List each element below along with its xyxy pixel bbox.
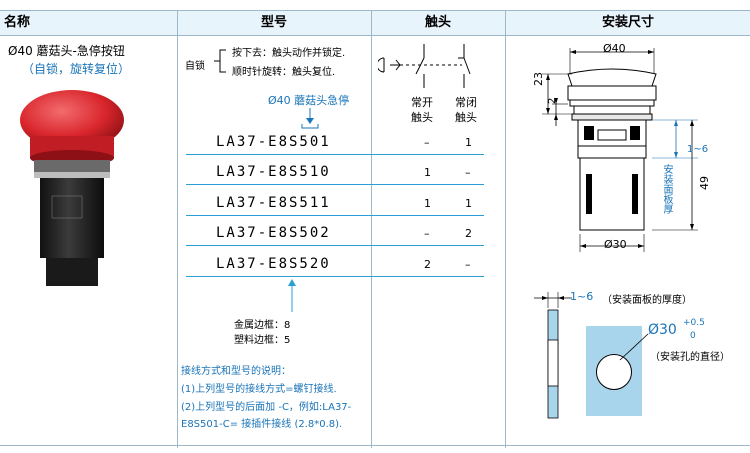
notes-line-3: E8S501-C= 接插件接线 (2.8*0.8). <box>181 419 343 430</box>
bracket <box>214 49 226 73</box>
row-divider <box>186 276 484 277</box>
model-code: LA37-E8S502 <box>216 225 331 241</box>
model-code: LA37-E8S501 <box>216 134 331 150</box>
divider <box>505 10 506 448</box>
panel-thickness-drawing <box>534 292 572 419</box>
header-contact: 触头 <box>424 15 451 30</box>
model-code: LA37-E8S510 <box>216 164 331 180</box>
product-subtitle: （自锁，旋转复位） <box>22 62 131 76</box>
model-code: LA37-E8S511 <box>216 195 331 211</box>
header-dimensions: 安装尺寸 <box>601 15 654 30</box>
emergency-stop-button-photo <box>20 90 124 286</box>
no-count: – <box>424 136 430 149</box>
contact-switch-symbol <box>378 44 471 88</box>
arrow-up-icon <box>288 279 296 312</box>
dim-panel-label: 安装面板厚 <box>661 164 672 214</box>
divider <box>0 445 750 446</box>
nc-count: – <box>465 166 471 179</box>
series-label: Ø40 蘑菇头急停 <box>268 94 350 107</box>
no-count: – <box>424 227 430 240</box>
dimension-drawing <box>542 48 698 252</box>
notes-line-1: (1)上列型号的接线方式=螺钉接线. <box>181 384 337 395</box>
dim-top-diameter: Ø40 <box>603 42 626 55</box>
header-model: 型号 <box>260 15 287 30</box>
no-label-2: 触头 <box>411 111 433 124</box>
dim-hole-diameter: Ø30 <box>648 322 677 338</box>
lock-label: 自锁 <box>185 61 205 72</box>
notes-title: 接线方式和型号的说明： <box>181 366 291 377</box>
table-header: 名称 型号 触头 安装尺寸 <box>0 10 750 36</box>
nc-label-1: 常闭 <box>455 96 477 109</box>
dim-thickness-range: 1~6 <box>570 290 594 303</box>
dim-hole-tol-plus: +0.5 <box>683 318 705 328</box>
dim-thickness-label: （安装面板的厚度） <box>602 295 692 306</box>
nc-count: 2 <box>465 227 472 240</box>
operation-line-1: 按下去：触头动作并锁定. <box>232 48 346 59</box>
arrow-down-icon <box>301 108 319 129</box>
nc-count: 1 <box>465 197 472 210</box>
row-divider <box>186 154 484 155</box>
product-name: Ø40 蘑菇头-急停按钮 <box>8 44 125 58</box>
row-divider <box>186 245 484 246</box>
divider <box>177 10 178 448</box>
no-count: 1 <box>424 166 431 179</box>
dim-hole-tol-zero: 0 <box>690 331 696 341</box>
dim-panel-range: 1~6 <box>687 144 709 155</box>
dim-height-49: 49 <box>698 176 711 190</box>
nc-count: – <box>465 258 471 271</box>
header-name: 名称 <box>4 15 31 30</box>
row-divider <box>186 184 484 185</box>
no-count: 1 <box>424 197 431 210</box>
dim-bottom-diameter: Ø30 <box>604 238 627 251</box>
nc-count: 1 <box>465 136 472 149</box>
bezel-metal: 金属边框：8 <box>234 320 291 331</box>
no-label-1: 常开 <box>411 96 433 109</box>
leader-line <box>619 333 649 361</box>
divider <box>371 10 372 448</box>
mounting-hole <box>596 354 632 390</box>
dim-height-2: 2 <box>547 97 558 104</box>
no-count: 2 <box>424 258 431 271</box>
model-code: LA37-E8S520 <box>216 256 331 272</box>
bezel-plastic: 塑料边框：5 <box>234 335 291 346</box>
dim-height-23: 23 <box>532 72 545 86</box>
dim-hole-label: （安装孔的直径） <box>650 352 730 363</box>
nc-label-2: 触头 <box>455 111 477 124</box>
notes-line-2: (2)上列型号的后面加 -C，例如:LA37- <box>181 402 352 413</box>
row-divider <box>186 215 484 216</box>
operation-line-2: 顺时针旋转：触头复位. <box>232 67 336 78</box>
panel-cutout <box>586 326 642 416</box>
